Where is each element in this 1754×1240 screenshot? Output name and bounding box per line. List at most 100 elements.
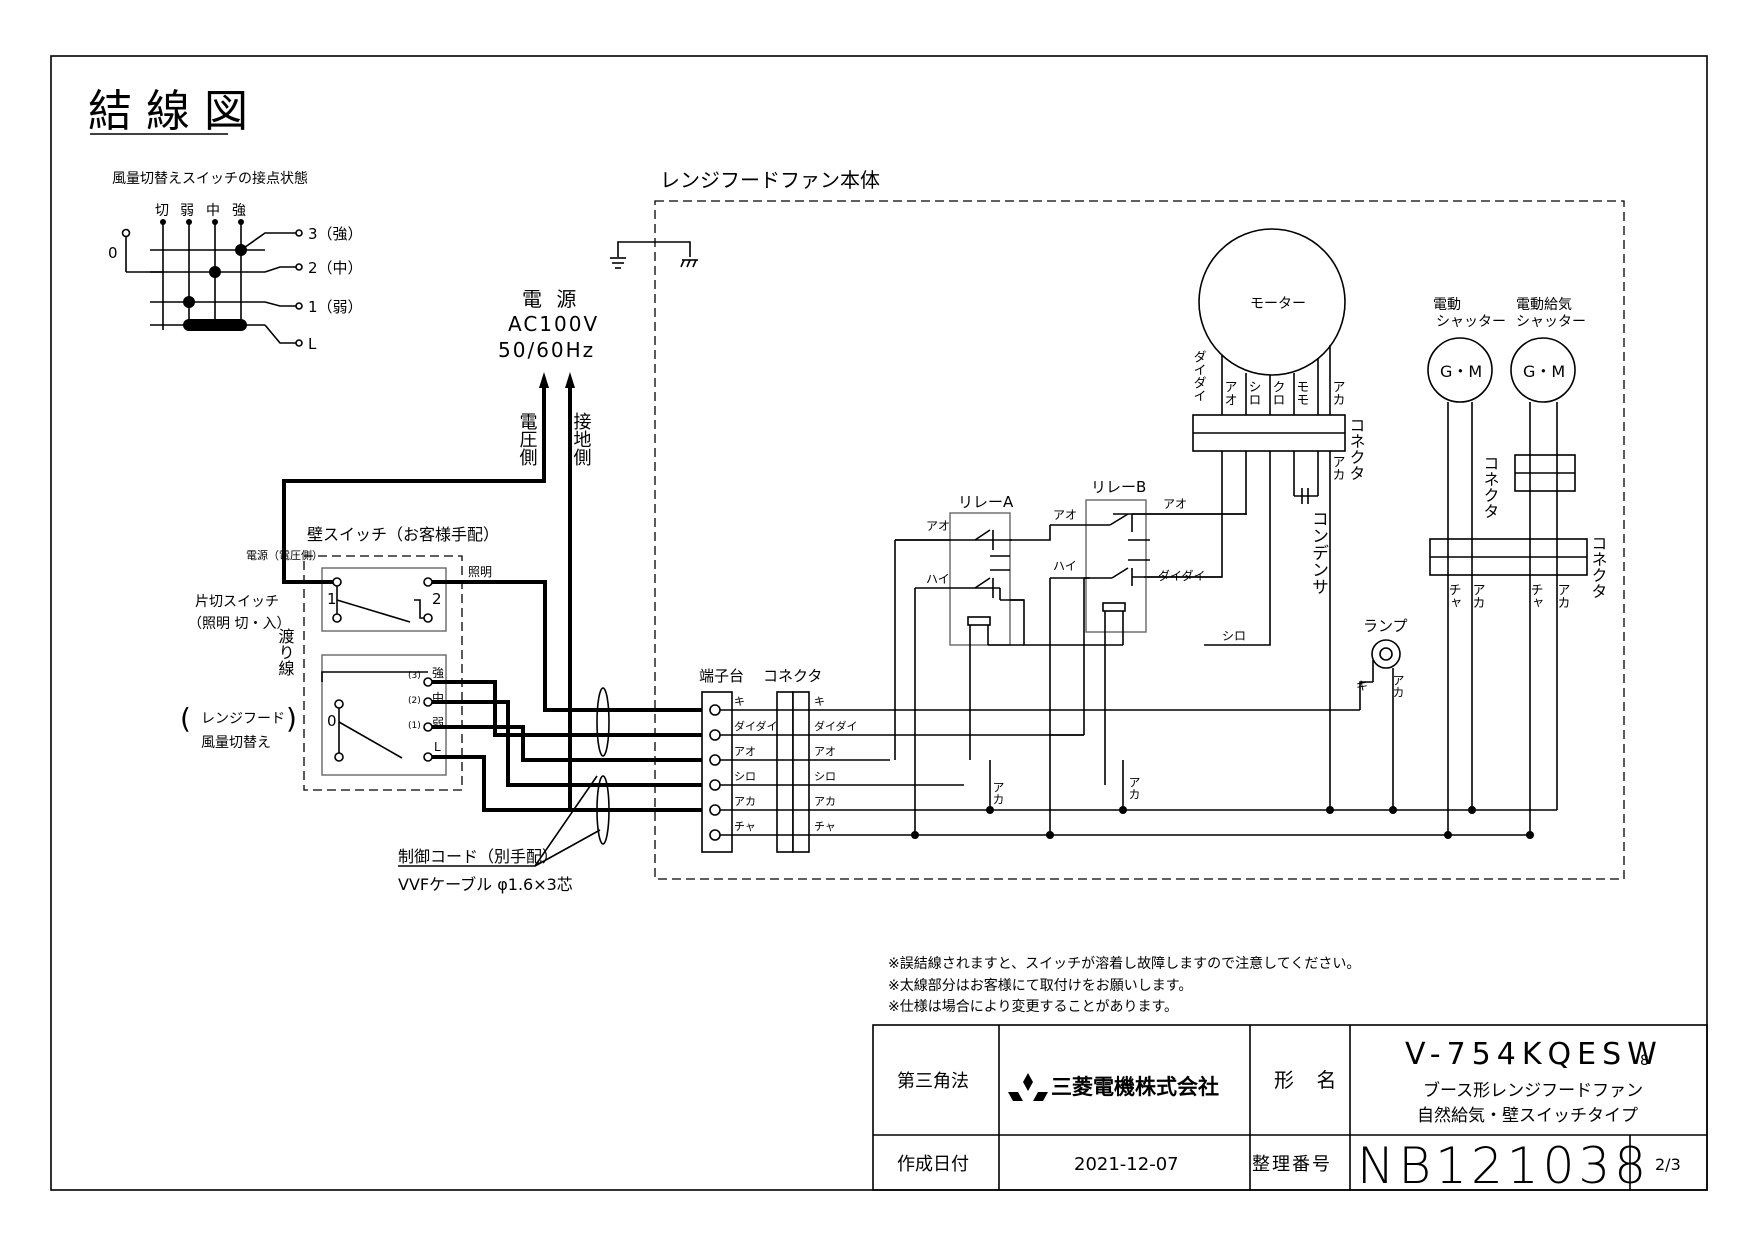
- voltage-side-label: 電圧側: [517, 412, 538, 466]
- svg-text:コネクタ: コネクタ: [1347, 417, 1366, 481]
- svg-text:ランプ: ランプ: [1363, 617, 1408, 635]
- svg-text:50/60Hz: 50/60Hz: [498, 338, 595, 362]
- svg-text:第三角法: 第三角法: [897, 1071, 969, 1092]
- svg-text:2: 2: [432, 590, 442, 608]
- motor-wire-labels: ダイダイ アオ シロ クロ モモ アカ: [1191, 350, 1345, 406]
- svg-text:リレーA: リレーA: [958, 493, 1014, 511]
- svg-text:(2): (2): [408, 696, 421, 706]
- svg-text:チャ: チャ: [814, 820, 836, 833]
- svg-text:アカ: アカ: [1470, 583, 1485, 609]
- svg-text:端子台: 端子台: [699, 667, 744, 685]
- svg-text:G・M: G・M: [1523, 362, 1565, 381]
- svg-text:モモ: モモ: [1294, 380, 1309, 406]
- svg-text:（照明 切・入）: （照明 切・入）: [188, 616, 290, 632]
- svg-text:1: 1: [327, 590, 337, 608]
- svg-text:風量切替え: 風量切替え: [201, 735, 271, 751]
- svg-text:リレーB: リレーB: [1091, 478, 1146, 496]
- svg-text:照明: 照明: [468, 565, 492, 579]
- svg-text:アカ: アカ: [1330, 455, 1345, 481]
- svg-text:アカ: アカ: [1555, 583, 1570, 609]
- svg-text:アカ: アカ: [734, 795, 756, 808]
- svg-text:シャッター: シャッター: [1516, 314, 1586, 330]
- svg-text:形 名: 形 名: [1274, 1068, 1344, 1092]
- svg-text:チャ: チャ: [734, 820, 756, 833]
- svg-text:アカ: アカ: [991, 781, 1005, 805]
- drawing-frame: [50, 55, 1708, 1191]
- svg-text:2/3: 2/3: [1655, 1155, 1681, 1174]
- svg-text:ダイダイ: ダイダイ: [734, 719, 778, 733]
- contact-state-table: 風量切替えスイッチの接点状態 切 弱 中 強 0: [108, 170, 363, 353]
- motor: [1198, 228, 1346, 376]
- svg-text:電 源: 電 源: [522, 287, 580, 311]
- svg-text:キ: キ: [734, 695, 745, 708]
- svg-text:※仕様は場合により変更することがあります。: ※仕様は場合により変更することがあります。: [888, 998, 1178, 1015]
- svg-text:アオ: アオ: [734, 745, 756, 758]
- col-strong: 強: [232, 203, 246, 219]
- title-block: 第三角法 作成日付 三菱電機株式会社 2021-12-07 形 名 整理番号 V…: [872, 1024, 1708, 1195]
- svg-text:アカ: アカ: [1127, 776, 1141, 800]
- col-off: 切: [155, 203, 169, 219]
- svg-text:片切スイッチ: 片切スイッチ: [195, 594, 279, 610]
- row-strong: 3（強）: [308, 225, 363, 243]
- ground-side-label: 接地側: [571, 412, 592, 466]
- power-source: 電 源 AC100V 50/60Hz: [498, 287, 599, 362]
- svg-text:NB121038: NB121038: [1357, 1137, 1650, 1195]
- shutter-motor-2: [1510, 337, 1576, 403]
- svg-text:アオ: アオ: [1163, 497, 1187, 511]
- contact-state-heading: 風量切替えスイッチの接点状態: [112, 170, 308, 187]
- relay-a: リレーA アオ ハイ: [895, 493, 1014, 760]
- svg-text:壁スイッチ（お客様手配）: 壁スイッチ（お客様手配）: [307, 525, 499, 544]
- svg-text:コネクタ: コネクタ: [1481, 455, 1500, 519]
- drawing-title: 結 線 図: [88, 86, 248, 137]
- svg-text:(1): (1): [408, 721, 421, 731]
- terminal-rows: キ ダイダイ アオ シロ アカ チャ キ ダイダイ アオ シロ アカ チャ: [709, 695, 858, 841]
- svg-text:三菱電機株式会社: 三菱電機株式会社: [1051, 1075, 1219, 1099]
- svg-text:アオ: アオ: [926, 519, 950, 533]
- svg-text:キ: キ: [1356, 679, 1368, 693]
- row-weak: 1（弱）: [308, 298, 363, 316]
- svg-text:0: 0: [327, 712, 337, 730]
- svg-text:作成日付: 作成日付: [897, 1154, 969, 1175]
- svg-text:ダイダイ: ダイダイ: [814, 719, 858, 733]
- col-weak: 弱: [180, 203, 194, 219]
- svg-text:※太線部分はお客様にて取付けをお願いします。: ※太線部分はお客様にて取付けをお願いします。: [888, 977, 1192, 994]
- row-low: L: [308, 335, 317, 353]
- lamp: [1371, 639, 1401, 669]
- wall-switch: 壁スイッチ（お客様手配） 電源（電圧側） 照明 片切スイッチ （照明 切・入） …: [180, 525, 499, 791]
- svg-text:アオ: アオ: [1053, 508, 1077, 522]
- svg-text:電動給気: 電動給気: [1516, 297, 1572, 313]
- svg-text:モーター: モーター: [1250, 296, 1306, 312]
- svg-text:AC100V: AC100V: [508, 312, 599, 336]
- terminal-block: [701, 691, 733, 853]
- svg-text:電動: 電動: [1433, 297, 1461, 313]
- svg-text:ダイダイ: ダイダイ: [1158, 568, 1206, 583]
- svg-text:シロ: シロ: [814, 770, 836, 783]
- junction-dots: [911, 806, 1534, 839]
- svg-text:制御コード（別手配）: 制御コード（別手配）: [398, 847, 558, 866]
- notes: ※誤結線されますと、スイッチが溶着し故障しますので注意してください。 ※太線部分…: [888, 955, 1360, 1015]
- col-mid: 中: [206, 203, 220, 219]
- svg-text:渡り線: 渡り線: [276, 628, 295, 676]
- svg-text:ブース形レンジフードファン: ブース形レンジフードファン: [1423, 1080, 1643, 1101]
- range-hood-unit-box: [654, 200, 1625, 880]
- svg-text:0: 0: [108, 244, 118, 262]
- svg-text:アカ: アカ: [1391, 674, 1405, 698]
- connector: [776, 691, 794, 853]
- svg-text:※誤結線されますと、スイッチが溶着し故障しますので注意してく: ※誤結線されますと、スイッチが溶着し故障しますので注意してください。: [888, 955, 1360, 972]
- svg-text:ハイ: ハイ: [926, 572, 950, 586]
- svg-text:G・M: G・M: [1440, 362, 1482, 381]
- svg-text:): ): [286, 702, 297, 735]
- svg-text:アオ: アオ: [1222, 380, 1237, 406]
- svg-text:自然給気・壁スイッチタイプ: 自然給気・壁スイッチタイプ: [1417, 1106, 1638, 1126]
- svg-text:コネクタ: コネクタ: [1589, 535, 1608, 599]
- shutter-motor-1: [1427, 337, 1493, 403]
- svg-text:キ: キ: [814, 695, 825, 708]
- row-mid: 2（中）: [308, 259, 363, 277]
- svg-text:ダイダイ: ダイダイ: [1191, 350, 1206, 402]
- svg-text:2021-12-07: 2021-12-07: [1074, 1154, 1179, 1175]
- mitsubishi-logo: [1008, 1073, 1048, 1101]
- svg-text:L: L: [434, 740, 441, 754]
- relay-b: リレーB アオ ハイ アオ ダイダイ: [1050, 478, 1247, 785]
- svg-text:シロ: シロ: [1246, 380, 1261, 406]
